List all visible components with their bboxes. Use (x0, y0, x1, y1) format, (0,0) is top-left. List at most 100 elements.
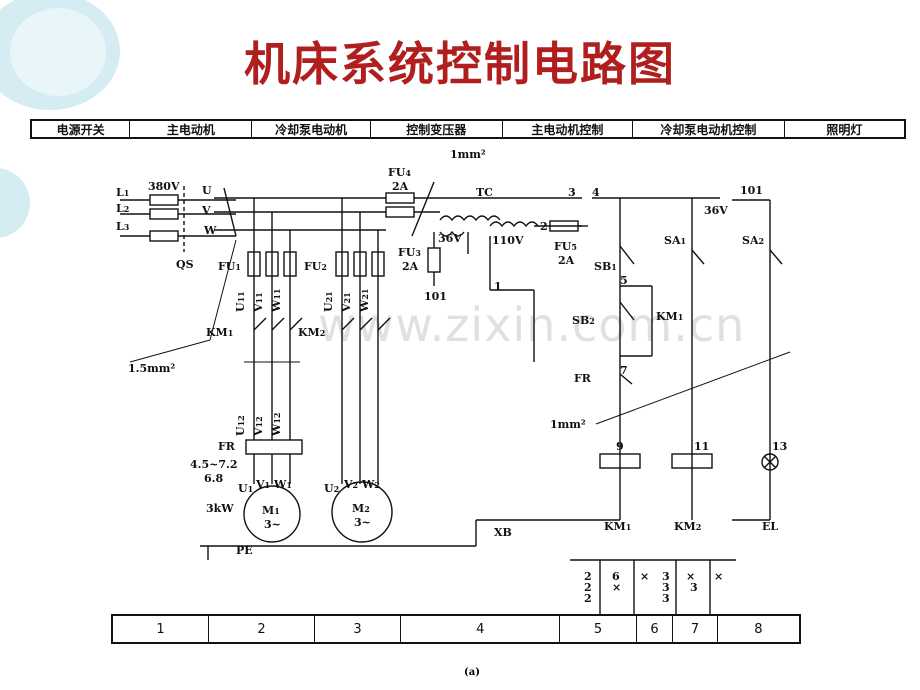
label: 2A (558, 254, 575, 267)
label: FU2 (304, 260, 327, 273)
label: × (686, 570, 695, 583)
label: V2 (343, 478, 358, 491)
label: W11 (270, 289, 283, 314)
label: W21 (358, 289, 371, 314)
label: 13 (772, 440, 787, 453)
figure-caption: (a) (464, 667, 480, 678)
label: 1 (494, 280, 502, 293)
function-header-cell: 冷却泵电动机 (252, 121, 371, 137)
label: 3~ (264, 518, 281, 531)
watermark: www.zixin.com.cn (318, 298, 746, 352)
label: KM2 (298, 326, 325, 339)
label: 3 (662, 581, 670, 594)
label: 101 (740, 184, 763, 197)
label: 3 (662, 570, 670, 583)
label: 4 (592, 186, 600, 199)
zone-cell: 8 (754, 621, 763, 637)
label: 110V (492, 234, 524, 247)
label: FR (218, 440, 236, 453)
label: 2A (392, 180, 409, 193)
label: U21 (322, 291, 335, 312)
label: 5 (620, 274, 628, 287)
function-header-cell: 照明灯 (826, 122, 863, 137)
label: 3 (568, 186, 576, 199)
label: × (612, 581, 621, 594)
label: × (714, 570, 723, 583)
label: KM2 (674, 520, 701, 533)
label: EL (762, 520, 778, 533)
zone-cell: 6 (637, 616, 674, 642)
function-header-table: 电源开关 主电动机 冷却泵电动机 控制变压器 主电动机控制 冷却泵电动机控制 照… (30, 119, 906, 139)
label: 3~ (354, 516, 371, 529)
label: 1mm² (450, 148, 486, 161)
function-header-cell: 主电动机 (130, 121, 253, 137)
label: 4.5~7.2 (190, 458, 238, 471)
label: V11 (252, 292, 265, 313)
label: FU3 (398, 246, 421, 259)
label: KM1 (656, 310, 683, 323)
label: QS (176, 258, 194, 271)
label: L1 (116, 186, 129, 199)
label: 2 (584, 592, 592, 605)
label: U2 (324, 482, 339, 495)
function-header-cell: 控制变压器 (371, 121, 503, 137)
label: FR (574, 372, 592, 385)
zone-cell: 7 (673, 616, 718, 642)
zone-cell: 2 (209, 616, 315, 642)
label: × (640, 570, 649, 583)
label: SB2 (572, 314, 595, 327)
label: U12 (234, 415, 247, 436)
function-header-cell: 电源开关 (32, 121, 131, 137)
label: 7 (620, 364, 628, 377)
label: SA1 (664, 234, 686, 247)
label: 380V (148, 180, 180, 193)
label: W2 (361, 478, 380, 491)
label: KM1 (604, 520, 631, 533)
label: TC (476, 186, 493, 199)
page-title: 机床系统控制电路图 (244, 37, 676, 91)
label: SB1 (594, 260, 617, 273)
label: 2 (540, 220, 548, 233)
zone-cell: 4 (401, 616, 561, 642)
label: V (201, 204, 211, 217)
label: KM1 (206, 326, 233, 339)
label: 6 (612, 570, 620, 583)
label: V1 (255, 478, 270, 491)
label: PE (236, 544, 253, 557)
label: 11 (694, 440, 709, 453)
label: U11 (234, 291, 247, 312)
label: W1 (273, 478, 292, 491)
label: V21 (340, 292, 353, 313)
label: 36V (438, 232, 462, 245)
zone-cell: 5 (560, 616, 637, 642)
label: L2 (116, 202, 129, 215)
label: 1mm² (550, 418, 586, 431)
label: W12 (270, 413, 283, 438)
label: FU1 (218, 260, 241, 273)
label: 36V (704, 204, 728, 217)
label: 1.5mm² (128, 362, 175, 375)
zone-cell: 3 (315, 616, 402, 642)
label: 2A (402, 260, 419, 273)
function-header-cell: 主电动机控制 (503, 121, 633, 137)
label: M2 (352, 502, 370, 515)
function-header-cell: 冷却泵电动机控制 (633, 121, 785, 137)
label: 3kW (206, 502, 234, 515)
label: FU5 (554, 240, 577, 253)
label: L3 (116, 220, 130, 233)
label: SA2 (742, 234, 764, 247)
label: V12 (252, 416, 265, 437)
label: 101 (424, 290, 447, 303)
label: 3 (662, 592, 670, 605)
decor-circle-top-inner (10, 8, 106, 96)
label: M1 (262, 504, 280, 517)
zone-number-table: 1 2 3 4 5 6 7 8 (111, 614, 801, 644)
label: FU4 (388, 166, 411, 179)
label: 3 (690, 581, 698, 594)
zone-cell: 1 (113, 616, 210, 642)
label: 2 (584, 570, 592, 583)
label: 2 (584, 581, 592, 594)
label: U1 (238, 482, 253, 495)
label: 9 (616, 440, 624, 453)
